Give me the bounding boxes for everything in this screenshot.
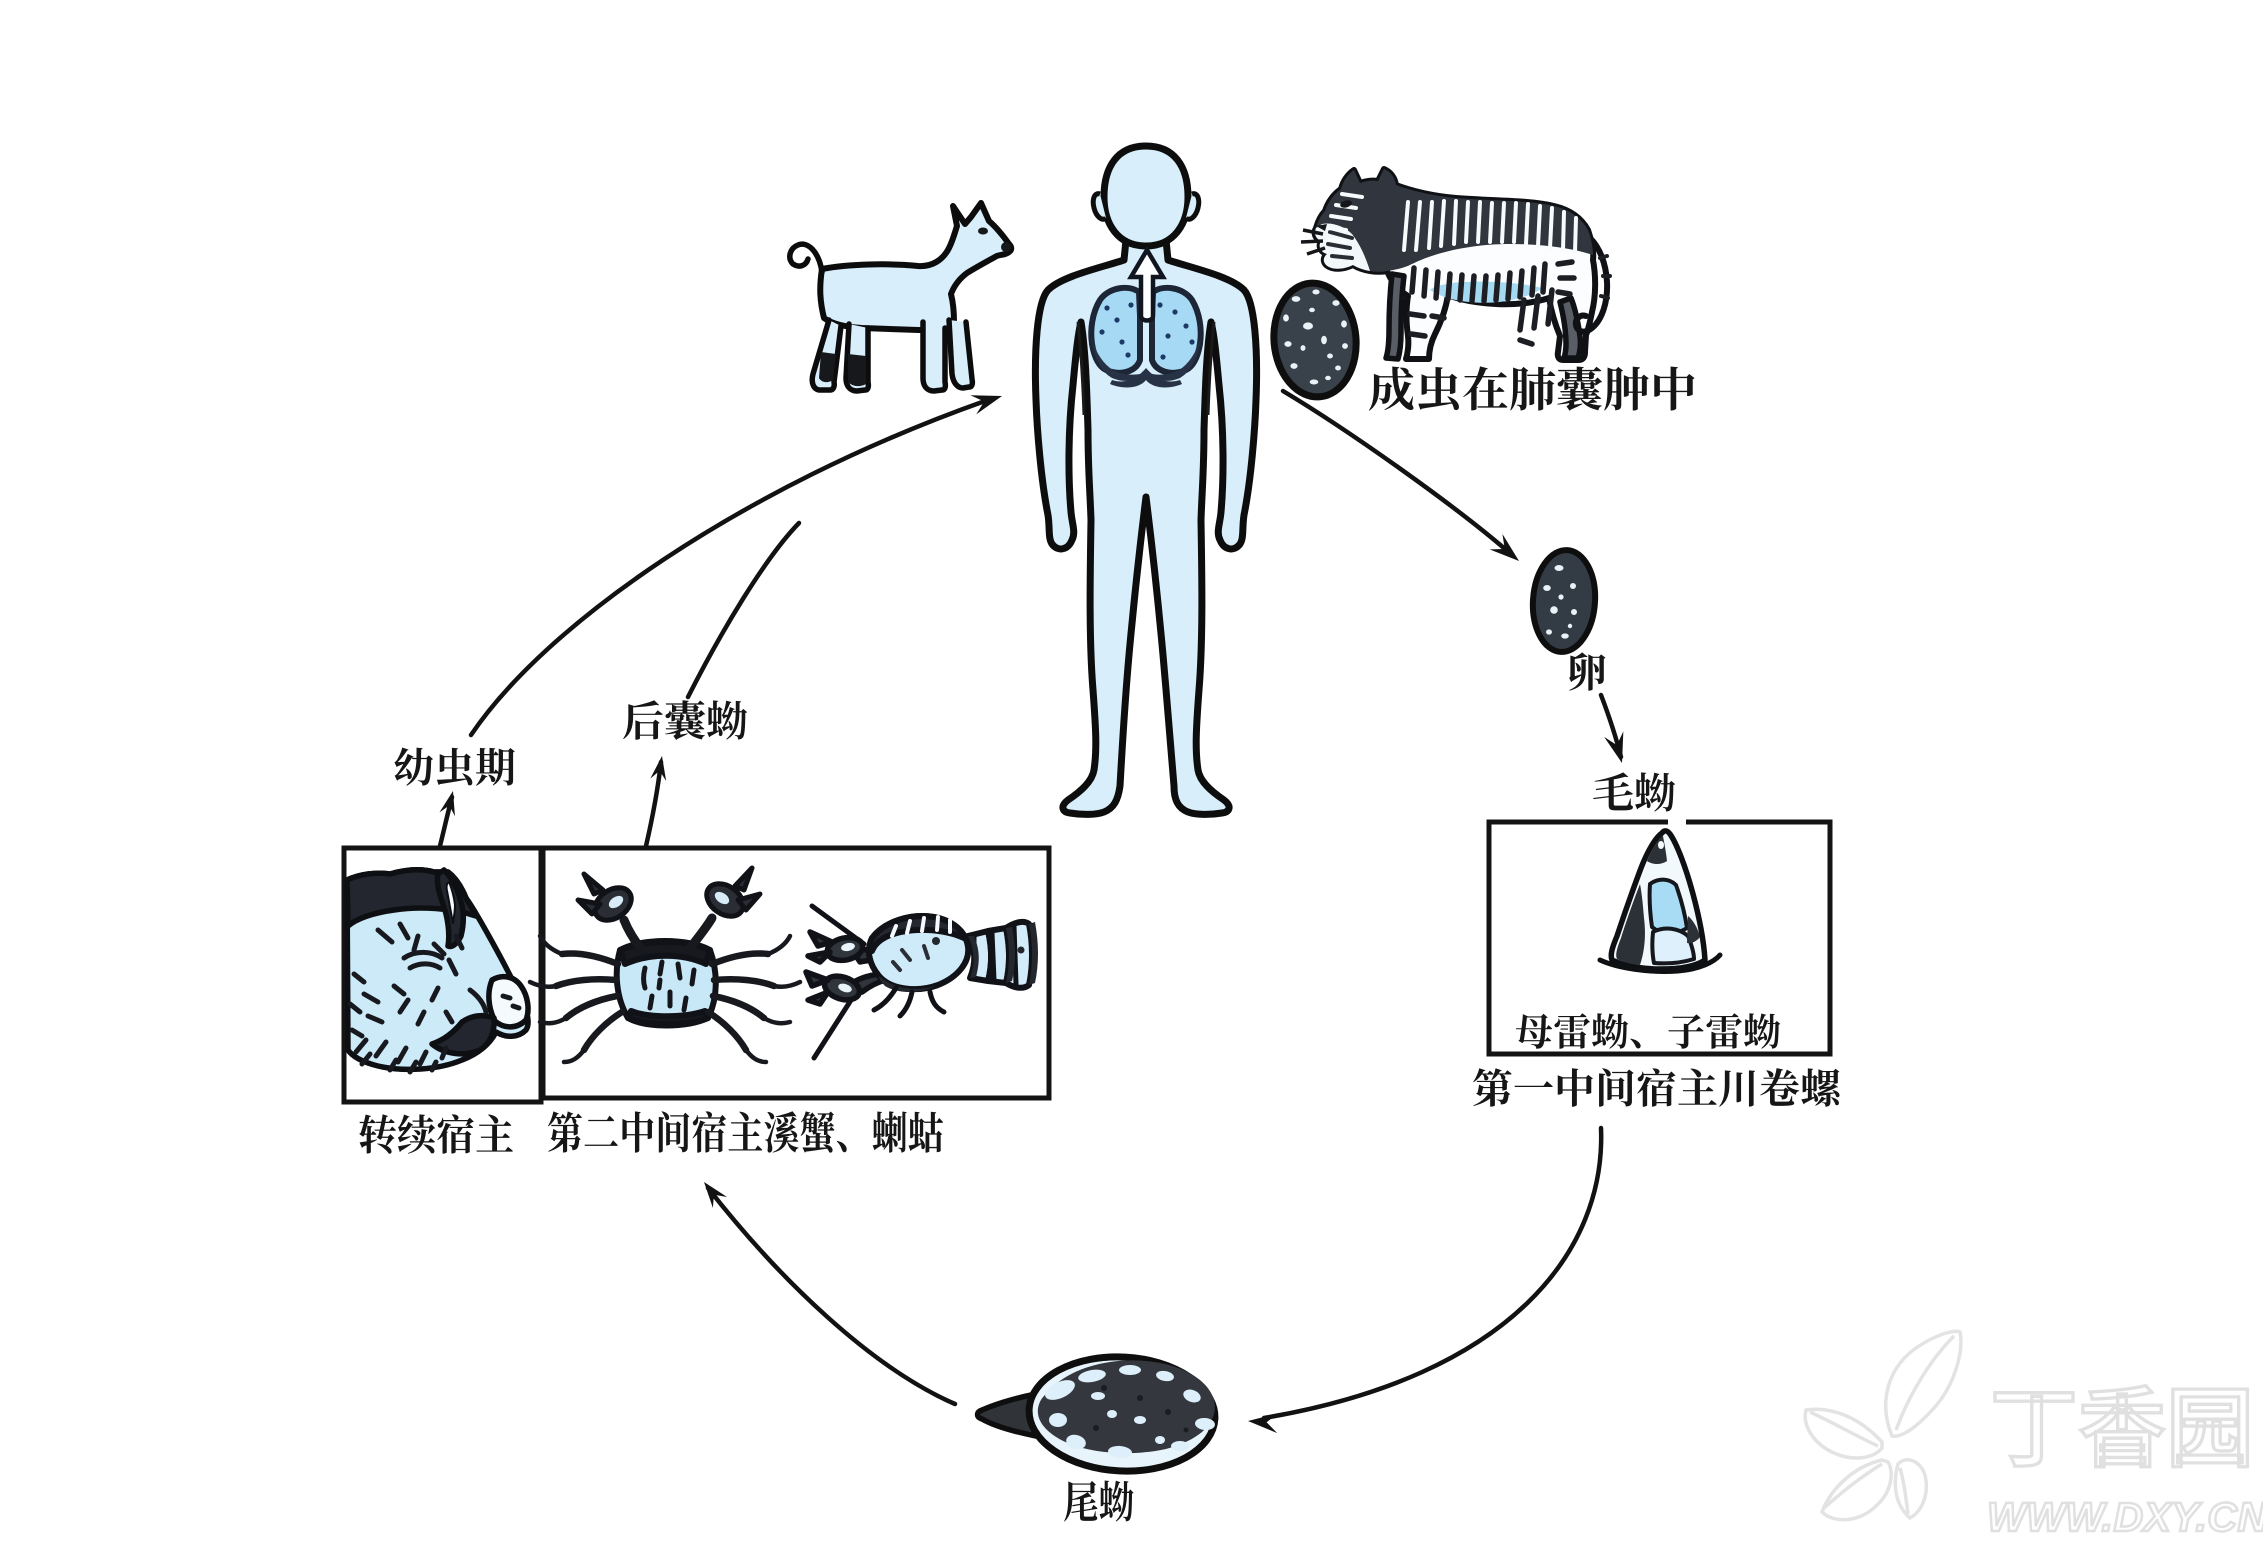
svg-text:WWW.DXY.CN: WWW.DXY.CN bbox=[1987, 1494, 2263, 1536]
